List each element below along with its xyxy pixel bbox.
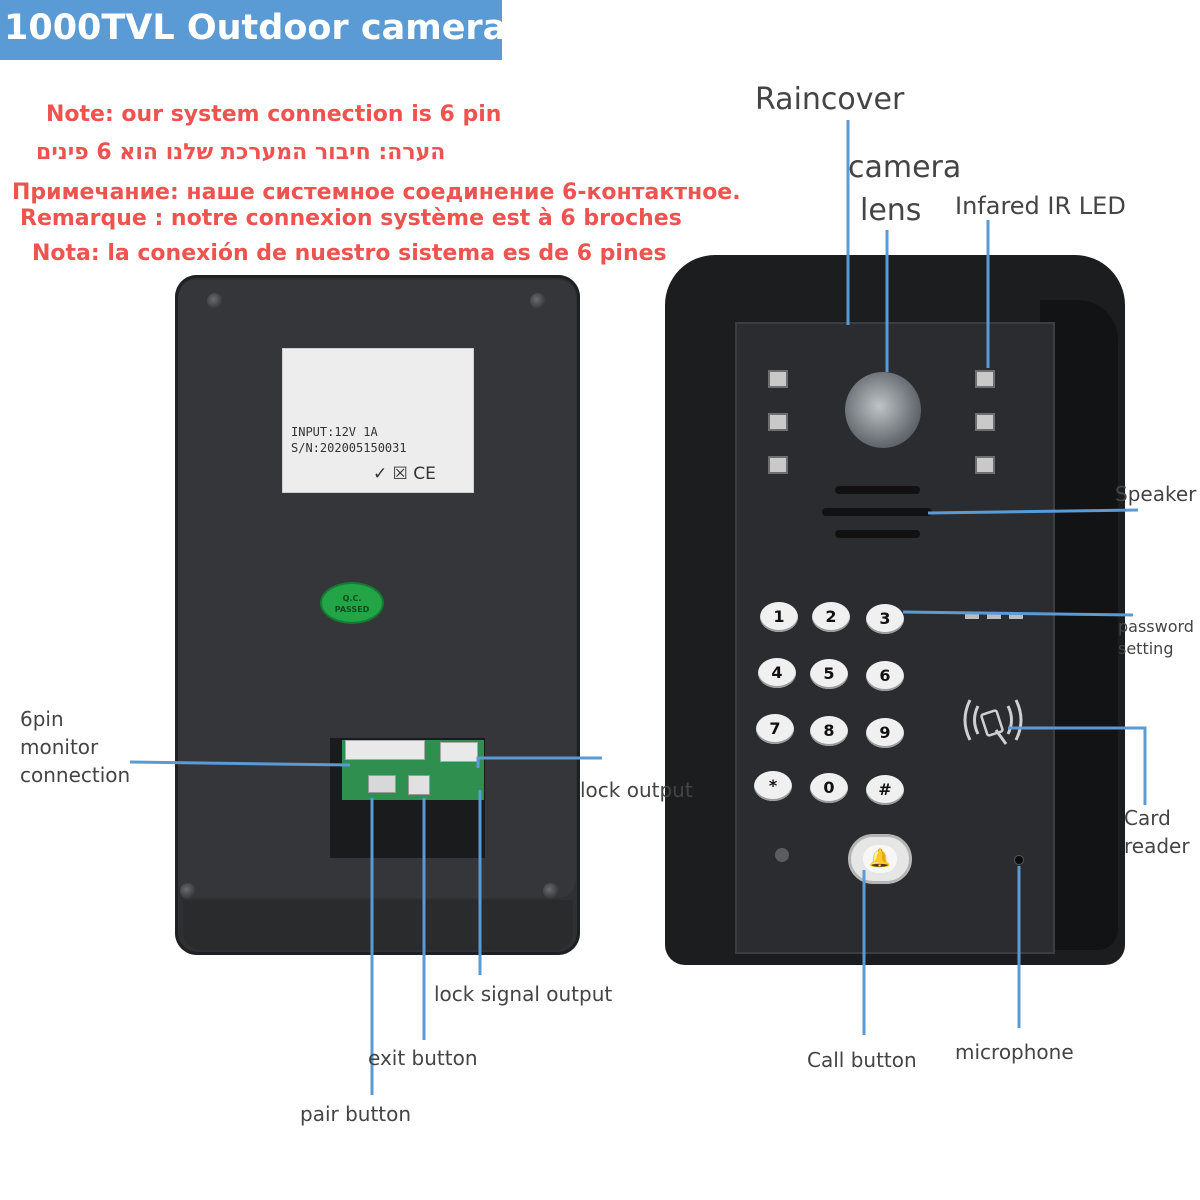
screw-top-right-icon <box>530 293 546 309</box>
keypad-key-7[interactable]: 7 <box>756 714 794 744</box>
ir-led-icon <box>975 456 995 474</box>
indicator-light <box>775 848 789 862</box>
speaker-slot <box>822 508 932 516</box>
label-raincover: Raincover <box>755 82 905 117</box>
qc-badge-line1: Q.C. <box>342 594 362 603</box>
status-led <box>965 614 979 619</box>
keypad-key-5[interactable]: 5 <box>810 659 848 689</box>
keypad-key-1[interactable]: 1 <box>760 602 798 632</box>
label-lock-output: lock output <box>580 778 693 802</box>
screw-bottom-right-icon <box>543 883 559 899</box>
page-title: 1000TVL Outdoor camera <box>4 8 507 48</box>
microphone-hole <box>1014 855 1024 865</box>
keypad-key-8[interactable]: 8 <box>810 716 848 746</box>
rfid-card-icon <box>963 699 1023 745</box>
keypad-key-2[interactable]: 2 <box>812 602 850 632</box>
exit-button-switch <box>408 775 430 795</box>
label-connection: connection <box>20 763 131 787</box>
label-6pin: 6pin <box>20 707 64 731</box>
sticker-input: INPUT:12V 1A <box>291 425 378 439</box>
pair-button-switch <box>368 775 396 793</box>
label-lens: lens <box>860 193 922 228</box>
screw-top-left-icon <box>207 293 223 309</box>
leader-password <box>902 610 1134 617</box>
leader-lock-output <box>476 756 602 768</box>
keypad-key-hash[interactable]: # <box>866 775 904 805</box>
ir-led-icon <box>768 370 788 388</box>
label-camera: camera <box>848 150 962 185</box>
label-password: password <box>1118 617 1194 636</box>
status-led <box>1009 614 1023 619</box>
label-infrared-led: Infared IR LED <box>955 192 1126 220</box>
ir-led-icon <box>768 456 788 474</box>
spec-sticker: INPUT:12V 1A S/N:202005150031 ✓ ☒ CE <box>282 348 474 493</box>
label-lock-signal-output: lock signal output <box>434 982 613 1006</box>
leader-6pin <box>129 760 351 767</box>
label-setting: setting <box>1118 639 1174 658</box>
leader-speaker <box>927 508 1139 515</box>
camera-lens <box>845 372 921 448</box>
label-speaker: Speaker <box>1115 482 1197 506</box>
keypad-key-4[interactable]: 4 <box>758 658 796 688</box>
title-banner: 1000TVL Outdoor camera <box>0 0 506 60</box>
ir-led-icon <box>975 370 995 388</box>
bell-icon: 🔔 <box>863 845 897 873</box>
certification-marks-icon: ✓ ☒ CE <box>373 464 436 484</box>
lock-output-connector <box>440 742 478 762</box>
call-button[interactable]: 🔔 <box>848 834 912 884</box>
qc-badge-line2: PASSED <box>334 605 370 614</box>
sticker-serial: S/N:202005150031 <box>291 441 407 455</box>
note-spanish: Nota: la conexión de nuestro sistema es … <box>32 241 667 266</box>
speaker-slot <box>835 530 920 538</box>
label-monitor: monitor <box>20 735 99 759</box>
note-russian: Примечание: наше системное соединение 6-… <box>12 180 741 205</box>
status-led <box>987 614 1001 619</box>
keypad-key-6[interactable]: 6 <box>866 661 904 691</box>
speaker-slot <box>835 486 920 494</box>
ir-led-icon <box>768 413 788 431</box>
label-card: Card <box>1124 806 1171 830</box>
note-french: Remarque : notre connexion système est à… <box>20 206 682 231</box>
keypad-key-0[interactable]: 0 <box>810 773 848 803</box>
label-microphone: microphone <box>955 1040 1074 1064</box>
keypad-key-star[interactable]: * <box>754 771 792 801</box>
note-hebrew: הערה: חיבור המערכת שלנו הוא 6 פינים <box>36 140 446 165</box>
label-exit-button: exit button <box>368 1046 478 1070</box>
label-pair-button: pair button <box>300 1102 412 1126</box>
keypad-key-3[interactable]: 3 <box>866 604 904 634</box>
label-reader: reader <box>1124 834 1190 858</box>
back-bottom-lip <box>183 900 573 950</box>
qc-passed-badge: Q.C. PASSED <box>320 582 384 624</box>
screw-bottom-left-icon <box>180 883 196 899</box>
note-english: Note: our system connection is 6 pin <box>46 102 502 127</box>
keypad-key-9[interactable]: 9 <box>866 718 904 748</box>
six-pin-connector <box>345 740 425 760</box>
label-call-button: Call button <box>807 1048 917 1072</box>
leader-card-reader <box>1008 726 1147 805</box>
ir-led-icon <box>975 413 995 431</box>
